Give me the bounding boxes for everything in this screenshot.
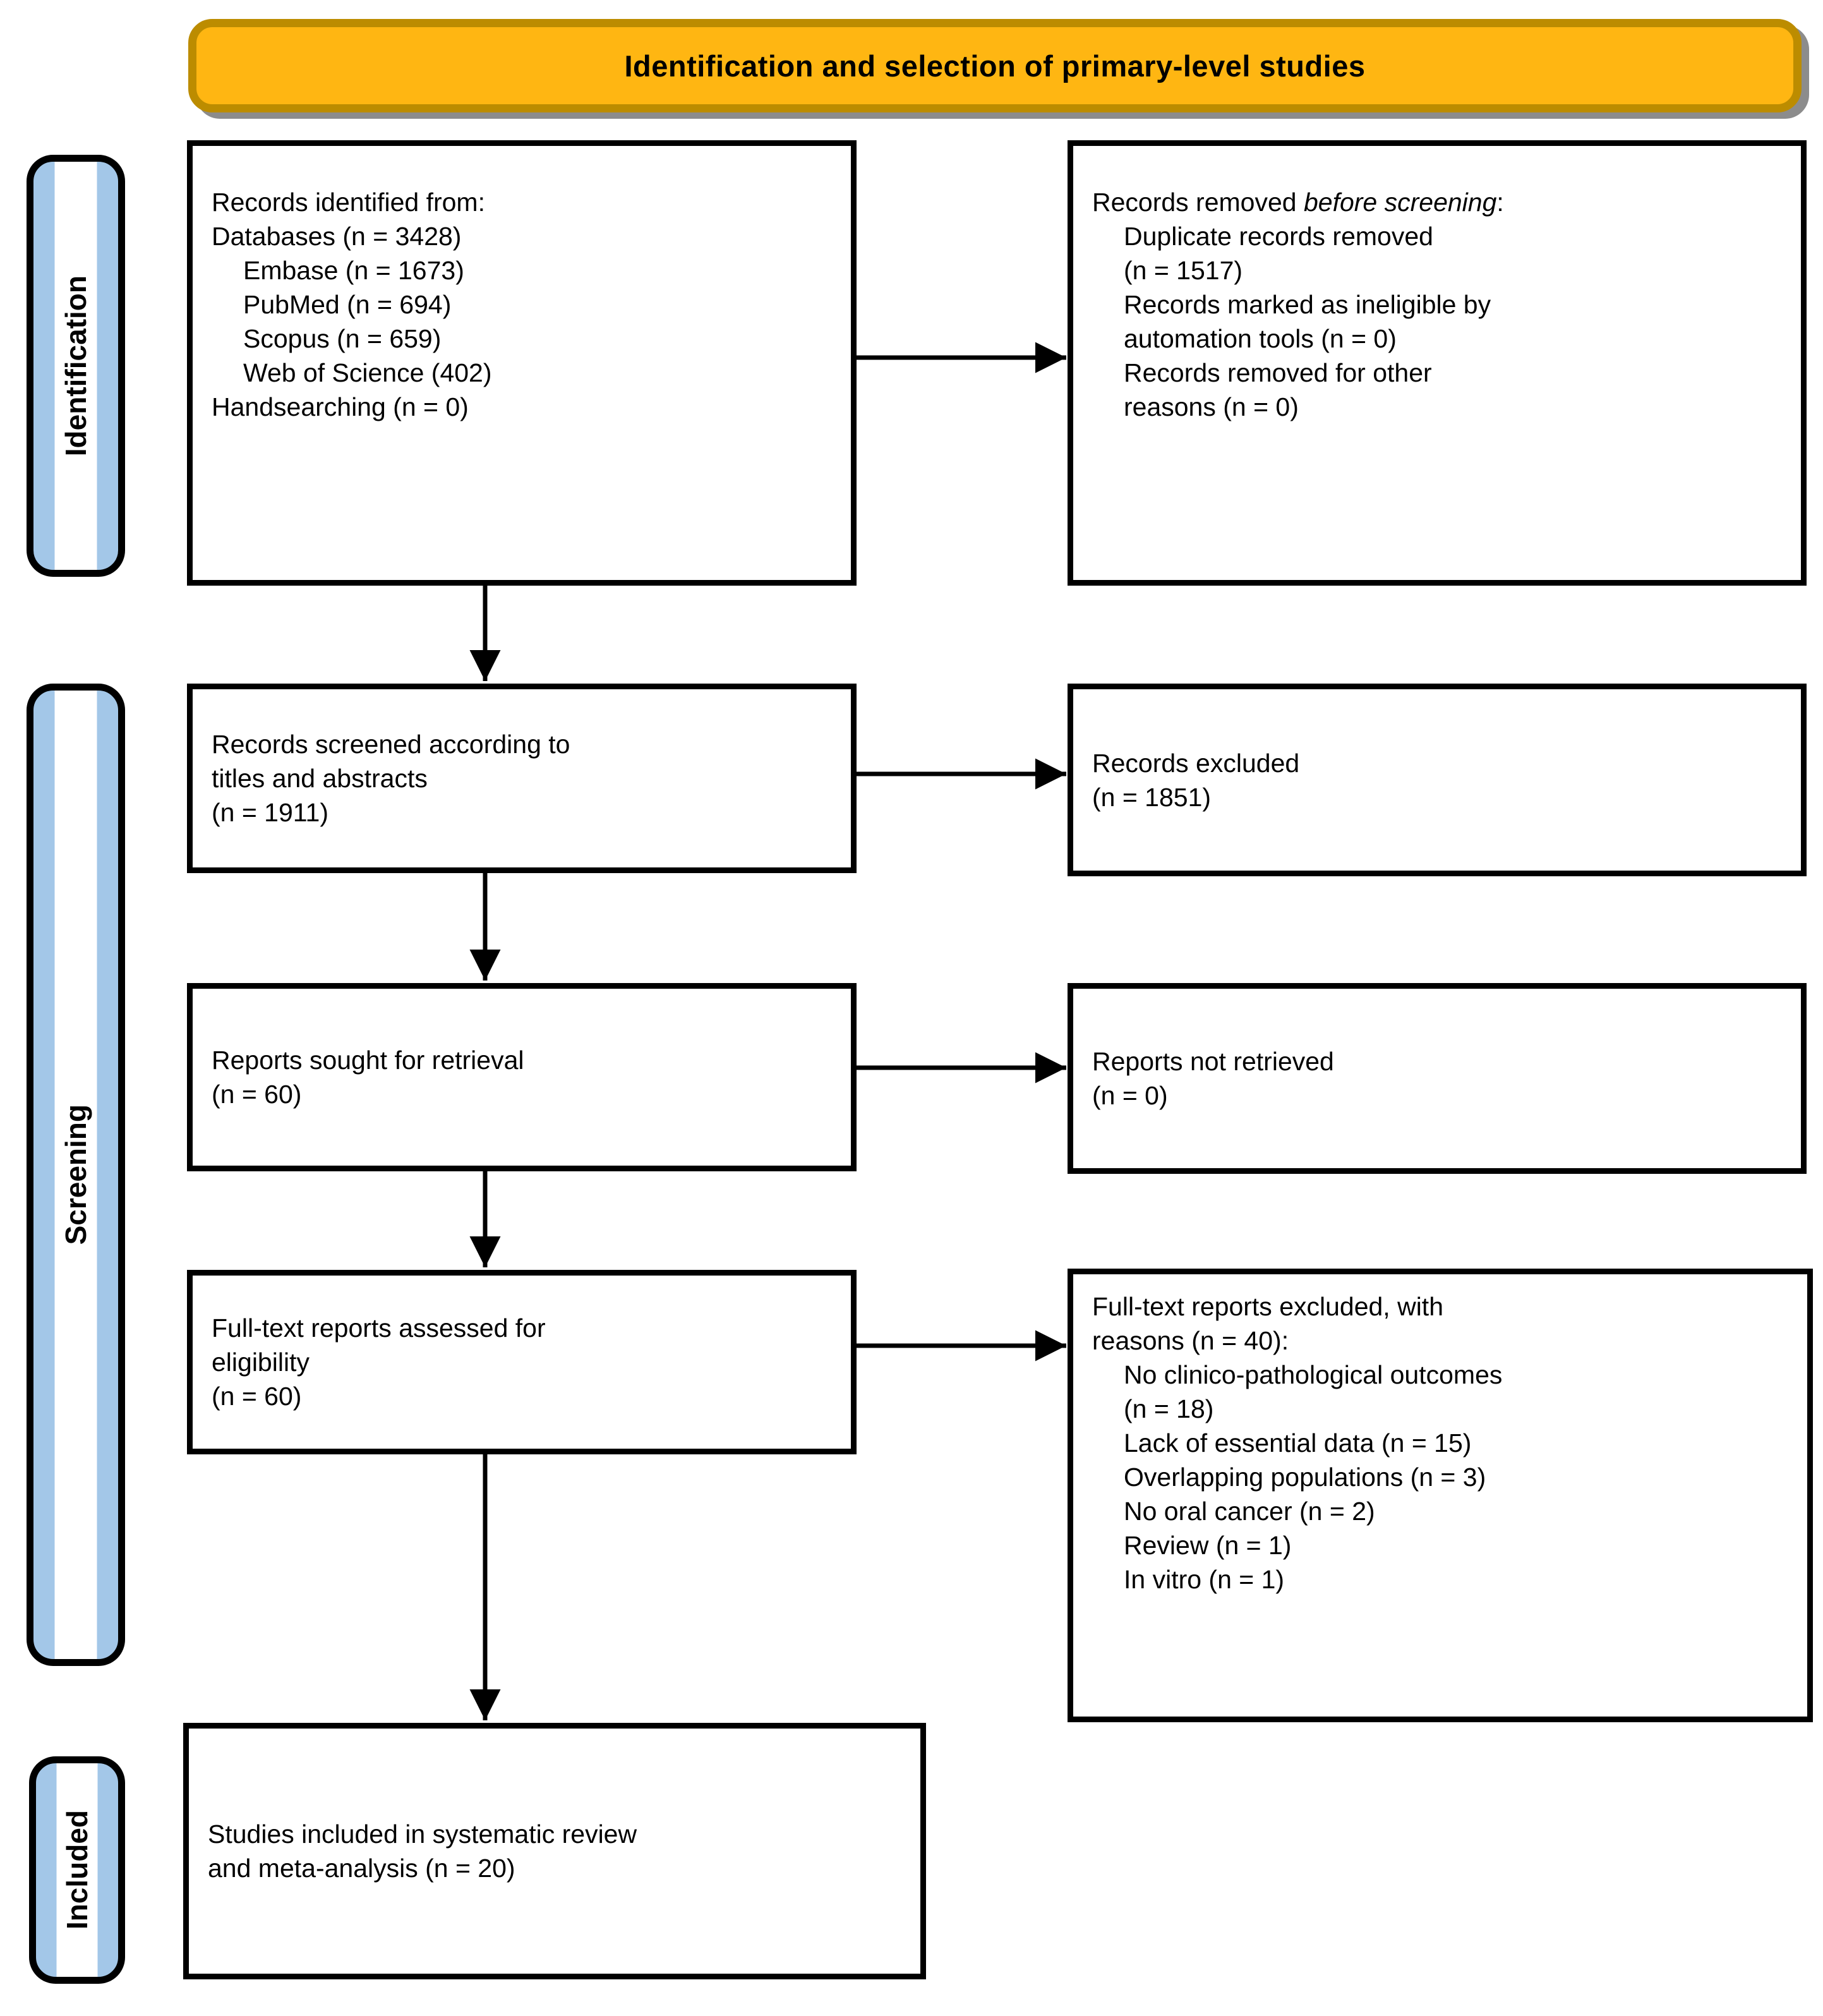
text-line: Reports sought for retrieval xyxy=(212,1046,524,1075)
text-line: (n = 1911) xyxy=(212,798,329,827)
text-line: Records screened according to xyxy=(212,730,570,759)
text-line: PubMed (n = 694) xyxy=(243,290,452,319)
text-line: titles and abstracts xyxy=(212,764,428,793)
text-line: Databases (n = 3428) xyxy=(212,222,462,251)
text-segment: : xyxy=(1496,188,1504,217)
text-line: automation tools (n = 0) xyxy=(1124,324,1397,353)
text-line: Records removed for other xyxy=(1124,358,1432,387)
text-line: Records excluded xyxy=(1092,748,1300,778)
text-line: Embase (n = 1673) xyxy=(243,256,464,285)
box-records-excluded: Records excluded (n = 1851) xyxy=(1068,684,1807,876)
text-line: No clinico-pathological outcomes xyxy=(1124,1360,1503,1389)
text-segment: Records removed xyxy=(1092,188,1304,217)
text-line: (n = 0) xyxy=(1092,1081,1168,1110)
italic-text-segment: before screening xyxy=(1303,188,1497,217)
text-line: reasons (n = 40): xyxy=(1092,1326,1289,1355)
box-records-removed: Records removed before screening: Duplica… xyxy=(1068,140,1807,586)
text-line: Duplicate records removed xyxy=(1124,222,1433,251)
stage-bar-screening: Screening xyxy=(27,684,125,1666)
stage-label-screening: Screening xyxy=(59,1104,92,1245)
text-line: Overlapping populations (n = 3) xyxy=(1124,1463,1486,1492)
box-studies-included: Studies included in systematic review and… xyxy=(183,1723,926,1979)
text-line: Studies included in systematic review xyxy=(208,1820,637,1849)
text-line: No oral cancer (n = 2) xyxy=(1124,1497,1375,1526)
text-line: Full-text reports excluded, with xyxy=(1092,1292,1444,1321)
stage-label-included: Included xyxy=(61,1810,93,1930)
stage-bar-identification: Identification xyxy=(27,155,125,577)
text-line: Lack of essential data (n = 15) xyxy=(1124,1428,1472,1458)
text-line: Records marked as ineligible by xyxy=(1124,290,1491,319)
box-fulltext-excluded: Full-text reports excluded, with reasons … xyxy=(1068,1269,1813,1722)
stage-label-identification: Identification xyxy=(59,275,92,457)
text-line: (n = 60) xyxy=(212,1080,302,1109)
box-records-identified: Records identified from: Databases (n = 3… xyxy=(187,140,857,586)
text-line: Review (n = 1) xyxy=(1124,1531,1292,1560)
text-line: (n = 60) xyxy=(212,1382,302,1411)
text-line: (n = 18) xyxy=(1124,1394,1214,1423)
text-line: and meta-analysis (n = 20) xyxy=(208,1854,515,1883)
box-fulltext-assessed: Full-text reports assessed for eligibilit… xyxy=(187,1270,857,1454)
stage-bar-included: Included xyxy=(29,1756,125,1984)
text-line: Records removed before screening: xyxy=(1092,185,1793,219)
text-line: Full-text reports assessed for xyxy=(212,1313,546,1343)
diagram-title-banner: Identification and selection of primary-… xyxy=(188,19,1802,112)
text-line: Reports not retrieved xyxy=(1092,1047,1334,1076)
text-line: Handsearching (n = 0) xyxy=(212,392,469,421)
text-line: reasons (n = 0) xyxy=(1124,392,1299,421)
diagram-title: Identification and selection of primary-… xyxy=(624,49,1366,83)
text-line: Web of Science (402) xyxy=(243,358,492,387)
text-line: In vitro (n = 1) xyxy=(1124,1565,1285,1594)
text-line: Scopus (n = 659) xyxy=(243,324,442,353)
box-records-screened: Records screened according to titles and … xyxy=(187,684,857,873)
box-reports-not-retrieved: Reports not retrieved (n = 0) xyxy=(1068,983,1807,1174)
text-line: Records identified from: xyxy=(212,188,485,217)
text-line: eligibility xyxy=(212,1348,310,1377)
text-line: (n = 1851) xyxy=(1092,782,1212,812)
text-line: (n = 1517) xyxy=(1124,256,1243,285)
box-reports-sought: Reports sought for retrieval (n = 60) xyxy=(187,983,857,1171)
